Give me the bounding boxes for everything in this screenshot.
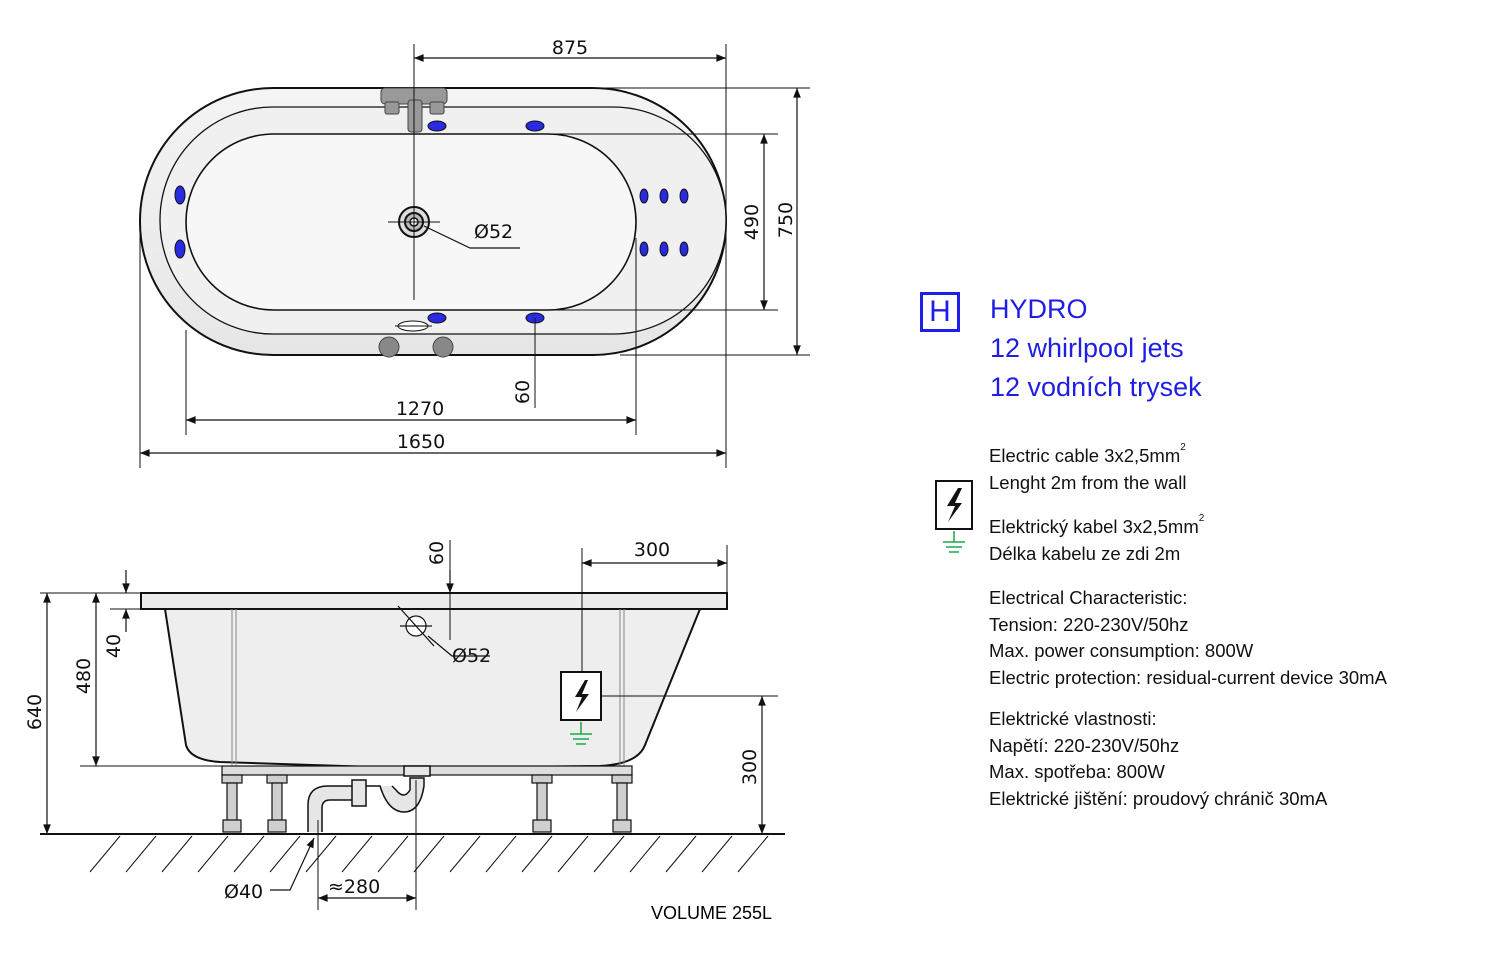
dim-width-total: 1650: [397, 431, 445, 453]
dim-rim-height: 60: [426, 541, 448, 565]
jet-icon: [525, 120, 545, 132]
hatch-line: [629, 835, 661, 873]
dim-waste-offset: ≈280: [328, 876, 380, 898]
hatch-line: [269, 835, 301, 873]
hatch-line: [341, 835, 373, 873]
control-knob-icon: [378, 336, 454, 358]
jet-icon: [174, 185, 186, 205]
cable-length-en: Lenght 2m from the wall: [989, 471, 1187, 493]
dim-height-total: 640: [24, 694, 46, 730]
characteristics-title-cz: Elektrické vlastnosti:: [989, 708, 1157, 729]
jet-icon: [639, 188, 649, 204]
hatch-line: [557, 835, 589, 873]
characteristics-protection-cz: Elektrické jištění: proudový chránič 30m…: [989, 787, 1328, 809]
hatch-line: [701, 835, 733, 873]
dim-panel-offset: 300: [634, 539, 670, 561]
jet-icon: [659, 241, 669, 257]
hatch-line: [125, 835, 157, 873]
dim-faucet-offset: 875: [552, 37, 588, 59]
hydro-jets-cz: 12 vodních trysek: [990, 372, 1202, 402]
cable-spec-cz: Elektrický kabel 3x2,5mm: [989, 516, 1199, 537]
cable-spec-cz-sup: 2: [1198, 513, 1205, 524]
characteristics-power-cz: Max. spotřeba: 800W: [989, 761, 1165, 782]
dim-waste-diameter: Ø40: [224, 881, 263, 903]
ground-icon: [570, 722, 592, 745]
characteristics-title-en: Electrical Characteristic:: [989, 587, 1188, 608]
hatch-line: [521, 835, 553, 873]
jet-icon: [639, 241, 649, 257]
dim-depth-total: 750: [775, 202, 797, 238]
waste-siphon-icon: [307, 765, 431, 832]
hatch-line: [485, 835, 517, 873]
cable-info-en: Electric cable 3x2,5mm2 Lenght 2m from t…: [989, 435, 1186, 496]
hatch-line: [413, 835, 445, 873]
hatch-line: [161, 835, 193, 873]
hatch-line: [197, 835, 229, 873]
characteristics-tension-en: Tension: 220-230V/50hz: [989, 613, 1189, 635]
hatch-line: [305, 835, 337, 873]
hatch-line: [233, 835, 265, 873]
jet-icon: [659, 188, 669, 204]
cable-spec-en: Electric cable 3x2,5mm: [989, 445, 1181, 466]
jet-icon: [679, 241, 689, 257]
dim-height-inner: 480: [73, 658, 95, 694]
dim-socket-height: 300: [739, 749, 761, 785]
side-view: [40, 540, 785, 910]
cable-spec-en-sup: 2: [1180, 442, 1186, 453]
characteristics-tension-cz: Napětí: 220-230V/50hz: [989, 734, 1180, 756]
dim-rim-offset: 60: [512, 380, 534, 404]
characteristics-power-en: Max. power consumption: 800W: [989, 640, 1254, 661]
jet-icon: [174, 239, 186, 259]
overflow-icon: [395, 320, 432, 332]
cable-info-cz: Elektrický kabel 3x2,5mm2 Délka kabelu z…: [989, 506, 1204, 567]
dim-rim-thickness: 40: [103, 634, 125, 658]
whirlpool-jets: [174, 120, 689, 324]
hatch-line: [89, 835, 121, 873]
dim-depth-inner: 490: [741, 204, 763, 240]
dim-width-inner: 1270: [396, 398, 444, 420]
hatch-line: [593, 835, 625, 873]
jet-icon: [427, 120, 447, 132]
top-view: [139, 44, 810, 468]
hatch-line: [665, 835, 697, 873]
tub-rim-profile: [140, 592, 728, 610]
cable-length-cz: Délka kabelu ze zdi 2m: [989, 542, 1181, 564]
floor-hatching: [89, 835, 769, 873]
hydro-badge: H: [920, 292, 960, 332]
hatch-line: [737, 835, 769, 873]
jet-icon: [427, 312, 447, 324]
top-view-labels: 875 1270 1650 Ø52 490 750 60: [396, 37, 797, 453]
overflow-icon: [397, 605, 435, 647]
hatch-line: [377, 835, 409, 873]
adjustable-legs: [221, 774, 633, 833]
electrical-characteristics-cz: Elektrické vlastnosti: Napětí: 220-230V/…: [989, 706, 1327, 812]
dim-overflow-diameter: Ø52: [452, 645, 491, 667]
dim-drain-diameter: Ø52: [474, 221, 513, 243]
electric-symbol-icon: [935, 480, 973, 553]
hatch-line: [449, 835, 481, 873]
side-view-labels: 60 300 Ø52 640 480 40 300 Ø40 ≈280: [24, 539, 761, 903]
hydro-title: HYDRO: [990, 294, 1088, 324]
electrical-characteristics-en: Electrical Characteristic: Tension: 220-…: [989, 585, 1387, 691]
characteristics-protection-en: Electric protection: residual-current de…: [989, 666, 1387, 688]
jet-icon: [679, 188, 689, 204]
tub-volume: VOLUME 255L: [651, 903, 773, 923]
hydro-jets-en: 12 whirlpool jets: [990, 333, 1184, 363]
